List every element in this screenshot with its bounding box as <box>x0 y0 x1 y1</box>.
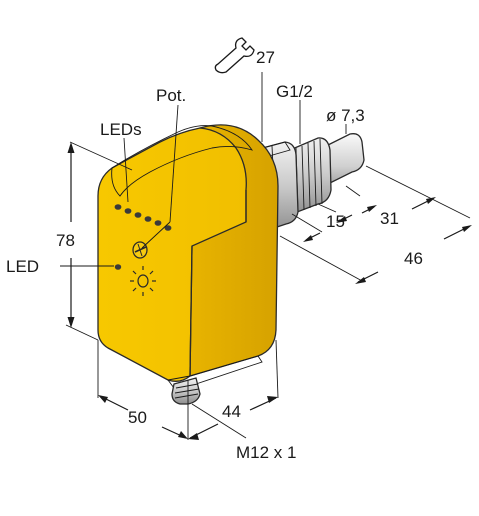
depth-label: 44 <box>222 402 241 421</box>
led-dot <box>134 212 142 218</box>
led-dot <box>164 225 172 231</box>
width-dimension <box>97 340 189 440</box>
dim-46-label: 46 <box>404 249 423 268</box>
thread-label: G1/2 <box>276 82 313 101</box>
led-dot <box>154 220 162 226</box>
height-dimension <box>65 141 133 341</box>
sun-led-icon <box>130 266 156 296</box>
single-led <box>114 264 122 270</box>
leader-lines <box>60 72 347 439</box>
led-dot <box>114 204 122 210</box>
wrench-icon <box>214 37 255 74</box>
depth-dimension <box>188 339 279 440</box>
housing-front-face <box>97 127 247 382</box>
leds-label: LEDs <box>100 120 142 139</box>
led-label: LED <box>6 257 39 276</box>
pot-label: Pot. <box>156 86 186 105</box>
led-row <box>114 204 172 231</box>
probe-length-dimensions <box>279 165 472 284</box>
dim-15-label: 15 <box>326 212 345 231</box>
led-dot <box>144 216 152 222</box>
sensor-housing <box>97 124 279 389</box>
potentiometer-icon <box>132 241 148 259</box>
height-label: 78 <box>56 231 75 250</box>
wrench-size-label: 27 <box>256 48 275 67</box>
housing-top-face <box>111 125 254 197</box>
connector-label: M12 x 1 <box>236 443 296 462</box>
dim-31-label: 31 <box>380 209 399 228</box>
probe-diameter-label: ø 7,3 <box>326 106 365 125</box>
led-dot <box>124 208 132 214</box>
width-label: 50 <box>128 408 147 427</box>
